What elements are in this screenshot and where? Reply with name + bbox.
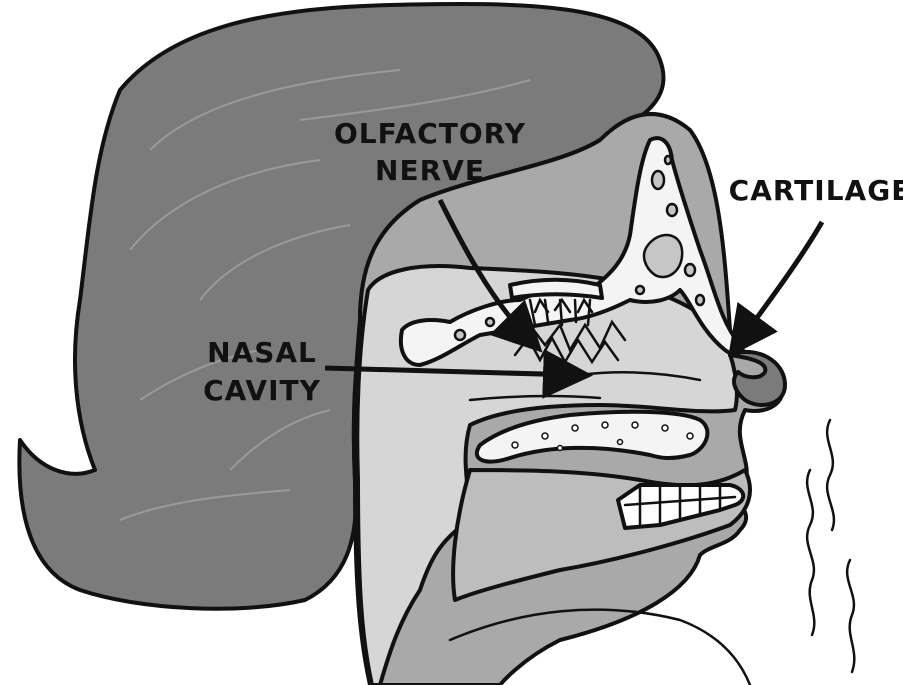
cartilage-arrow (737, 222, 822, 345)
smell-waves (807, 420, 854, 672)
label-cartilage: CARTILAGE (729, 174, 903, 207)
label-nasal-line1: NASAL (207, 336, 317, 369)
label-olfactory-line1: OLFACTORY (334, 117, 526, 150)
cribriform-plate (510, 280, 602, 298)
label-nasal-line2: CAVITY (203, 374, 321, 407)
label-olfactory-line2: NERVE (375, 154, 485, 187)
